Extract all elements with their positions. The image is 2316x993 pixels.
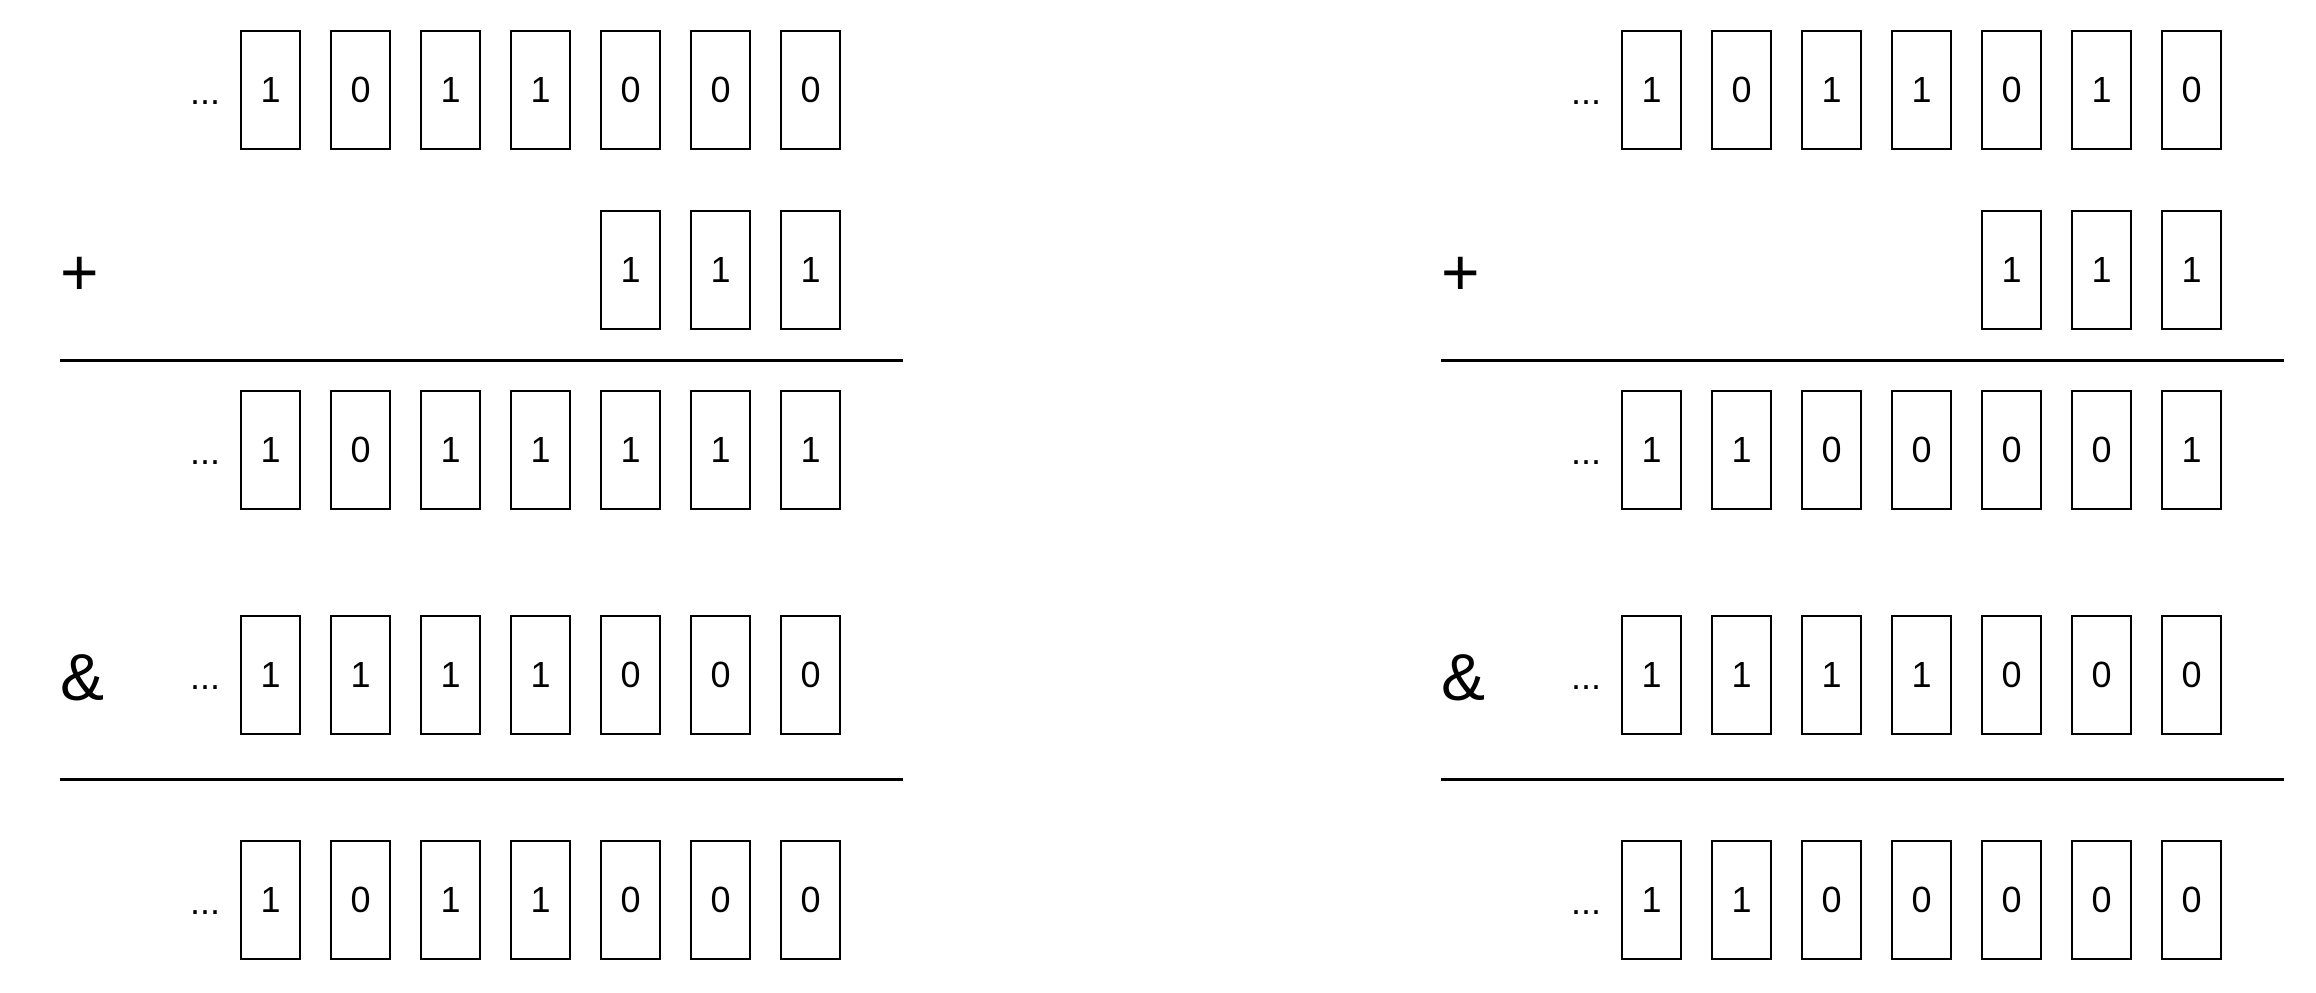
operator: [1441, 390, 1501, 514]
bit-cell: 0: [690, 840, 751, 960]
bit-cell: 1: [510, 30, 571, 150]
bit-cell: 1: [1711, 615, 1772, 735]
bit-cell: 1: [510, 615, 571, 735]
bit-cell: 0: [690, 615, 751, 735]
right-panel: ... 1 0 1 1 0 1 0 + 1 1 1 ... 1 1 0 0 0 …: [1441, 0, 2316, 993]
sum-row: ... 1 0 1 1 1 1 1: [60, 390, 960, 514]
bit-cell: 1: [1801, 615, 1862, 735]
bit-cell: 1: [510, 840, 571, 960]
bit-cell: 0: [600, 840, 661, 960]
bit-cell: 0: [780, 30, 841, 150]
bit-cell: 1: [240, 615, 301, 735]
bit-cell: 0: [1801, 390, 1862, 510]
result-divider: [1441, 778, 2284, 781]
bit-cell: 1: [690, 390, 751, 510]
bit-cell: 0: [1981, 615, 2042, 735]
ellipsis: ...: [190, 431, 221, 472]
bit-cell: 1: [1711, 390, 1772, 510]
bit-cell: 0: [2071, 840, 2132, 960]
operator: [60, 30, 120, 154]
and-operator: &: [1441, 640, 1486, 714]
bit-cell: 1: [2161, 390, 2222, 510]
sum-row: ... 1 1 0 0 0 0 1: [1441, 390, 2316, 514]
addend-row: + 1 1 1: [1441, 210, 2316, 334]
bit-cell: 0: [1891, 840, 1952, 960]
bit-cell: 1: [240, 390, 301, 510]
ellipsis: ...: [1571, 71, 1602, 112]
bit-cell: 0: [330, 30, 391, 150]
bit-cell: 1: [1981, 210, 2042, 330]
bit-cell: 1: [1891, 30, 1952, 150]
bit-cell: 0: [2161, 30, 2222, 150]
mask-row: & ... 1 1 1 1 0 0 0: [1441, 615, 2316, 739]
sum-divider: [60, 359, 903, 362]
bit-cell: 1: [1621, 390, 1682, 510]
operand-row: ... 1 0 1 1 0 0 0: [60, 30, 960, 154]
bit-cell: 1: [1621, 840, 1682, 960]
and-operator: &: [60, 640, 105, 714]
bit-cell: 0: [780, 840, 841, 960]
bit-cell: 0: [1801, 840, 1862, 960]
bit-cell: 1: [1711, 840, 1772, 960]
operand-row: ... 1 0 1 1 0 1 0: [1441, 30, 2316, 154]
bit-cell: 1: [600, 390, 661, 510]
bit-cell: 1: [420, 390, 481, 510]
bit-cell: 1: [420, 615, 481, 735]
ellipsis: ...: [190, 656, 221, 697]
ellipsis: ...: [1571, 881, 1602, 922]
sum-divider: [1441, 359, 2284, 362]
bit-cell: 1: [690, 210, 751, 330]
bit-cell: 1: [2071, 210, 2132, 330]
bit-cell: 0: [1981, 840, 2042, 960]
operator: [1441, 30, 1501, 154]
bit-cell: 0: [2161, 840, 2222, 960]
bit-cell: 1: [510, 390, 571, 510]
bit-cell: 1: [600, 210, 661, 330]
bit-cell: 1: [1891, 615, 1952, 735]
result-row: ... 1 1 0 0 0 0 0: [1441, 840, 2316, 964]
ellipsis: ...: [190, 71, 221, 112]
bit-cell: 1: [1621, 615, 1682, 735]
bit-cell: 0: [2161, 615, 2222, 735]
plus-operator: +: [60, 235, 99, 309]
bit-cell: 1: [420, 840, 481, 960]
bit-cell: 1: [240, 840, 301, 960]
result-divider: [60, 778, 903, 781]
left-panel: ... 1 0 1 1 0 0 0 + 1 1 1 ... 1 0 1 1 1 …: [60, 0, 960, 993]
operator: [60, 390, 120, 514]
bit-cell: 0: [330, 840, 391, 960]
bit-cell: 0: [780, 615, 841, 735]
ellipsis: ...: [1571, 656, 1602, 697]
bit-cell: 1: [420, 30, 481, 150]
bit-cell: 1: [780, 210, 841, 330]
bit-cell: 1: [780, 390, 841, 510]
bit-cell: 1: [2161, 210, 2222, 330]
plus-operator: +: [1441, 235, 1480, 309]
operator: [1441, 840, 1501, 964]
bit-cell: 0: [600, 30, 661, 150]
bit-cell: 1: [240, 30, 301, 150]
bit-cell: 0: [1891, 390, 1952, 510]
bit-cell: 1: [330, 615, 391, 735]
bit-cell: 0: [2071, 615, 2132, 735]
bit-cell: 0: [690, 30, 751, 150]
result-row: ... 1 0 1 1 0 0 0: [60, 840, 960, 964]
mask-row: & ... 1 1 1 1 0 0 0: [60, 615, 960, 739]
bit-cell: 0: [1711, 30, 1772, 150]
addend-row: + 1 1 1: [60, 210, 960, 334]
ellipsis: ...: [1571, 431, 1602, 472]
bit-cell: 1: [2071, 30, 2132, 150]
bit-cell: 0: [1981, 30, 2042, 150]
bit-cell: 0: [600, 615, 661, 735]
bit-cell: 1: [1801, 30, 1862, 150]
ellipsis: ...: [190, 881, 221, 922]
operator: [60, 840, 120, 964]
bit-cell: 1: [1621, 30, 1682, 150]
bit-cell: 0: [2071, 390, 2132, 510]
bit-cell: 0: [1981, 390, 2042, 510]
bit-cell: 0: [330, 390, 391, 510]
